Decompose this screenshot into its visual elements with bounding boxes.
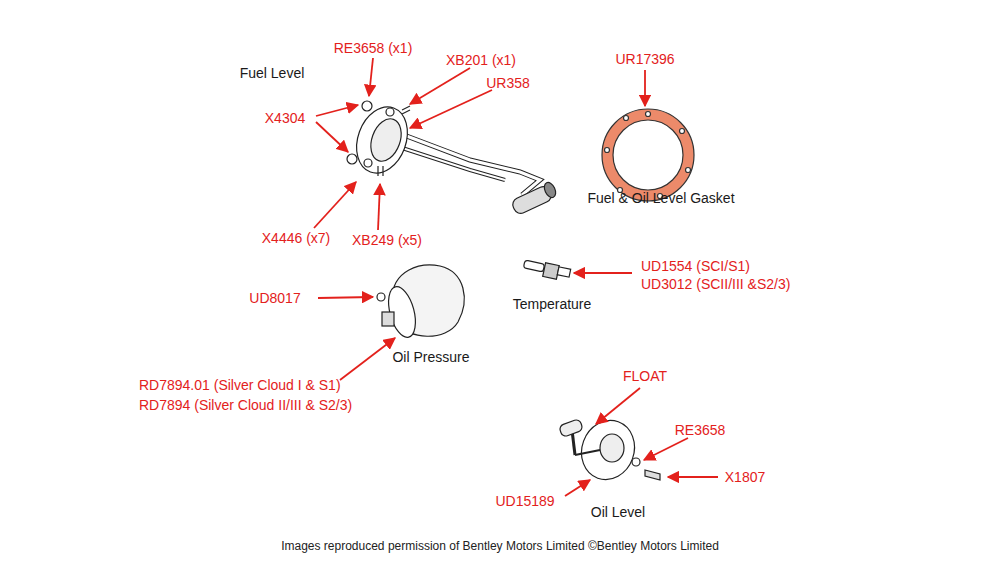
part-number: UR17396 [615,51,674,67]
part-number: UD3012 (SCII/III &S2/3) [641,276,790,292]
group-title: Temperature [513,296,592,312]
group-title: Oil Pressure [392,349,469,365]
part-number: UD8017 [249,290,300,306]
part-number: UD15189 [495,493,554,509]
group-title: Fuel & Oil Level Gasket [587,190,734,206]
part-number: UR358 [486,75,530,91]
part-number: X4446 (x7) [262,230,330,246]
part-number: RD7894 (Silver Cloud II/III & S2/3) [139,397,352,413]
part-number: UD1554 (SCI/S1) [641,258,750,274]
part-number: RE3658 [675,422,726,438]
oil-level-sender [559,413,660,487]
temperature-sensor [523,260,570,279]
group-title: Oil Level [591,504,645,520]
part-number: RD7894.01 (Silver Cloud I & S1) [139,377,341,393]
oil-pressure-sender [377,265,464,340]
gasket [602,109,694,201]
part-number: X1807 [725,469,765,485]
group-title: Fuel Level [240,65,305,81]
copyright-caption: Images reproduced permission of Bentley … [281,538,719,554]
part-number: XB249 (x5) [352,232,422,248]
part-number: RE3658 (x1) [334,40,413,56]
part-number: XB201 (x1) [446,52,516,68]
part-number: X4304 [265,110,305,126]
part-number: FLOAT [623,368,667,384]
